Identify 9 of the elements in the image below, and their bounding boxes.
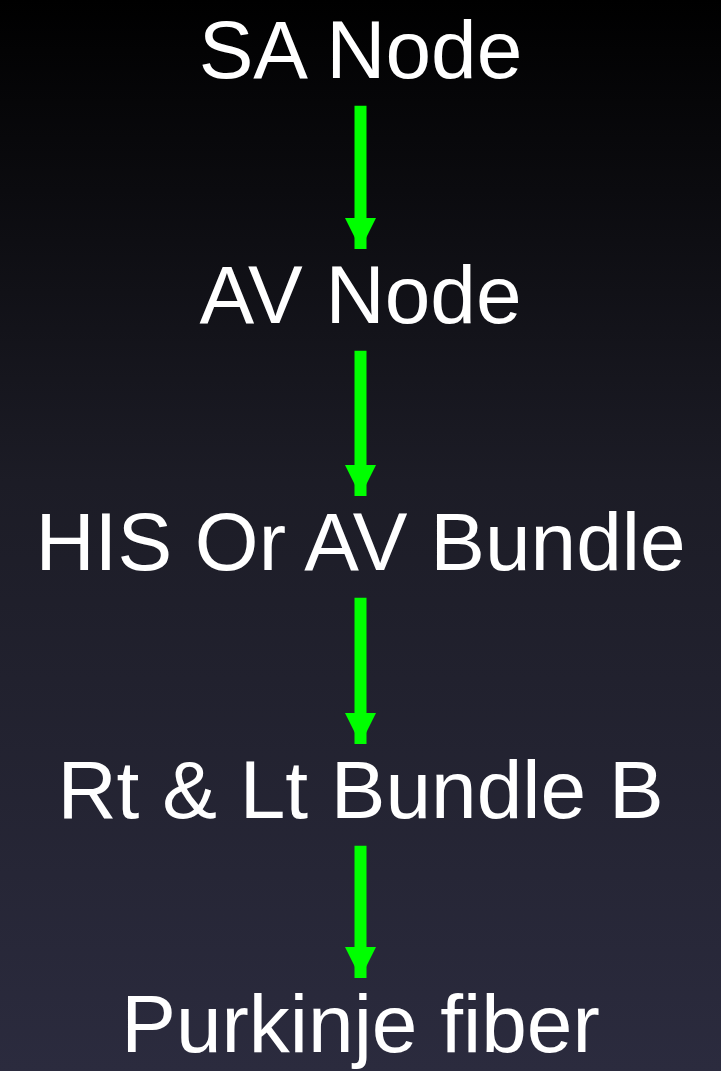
node-label: SA Node: [198, 4, 523, 96]
arrow: [344, 350, 377, 496]
arrow: [344, 845, 377, 978]
arrow: [344, 105, 377, 249]
arrow: [344, 597, 377, 744]
node-label: HIS Or AV Bundle: [35, 496, 686, 588]
node-label: AV Node: [199, 249, 522, 341]
node-label: Purkinje fiber: [121, 978, 600, 1070]
node-label: Rt & Lt Bundle B: [57, 744, 664, 836]
